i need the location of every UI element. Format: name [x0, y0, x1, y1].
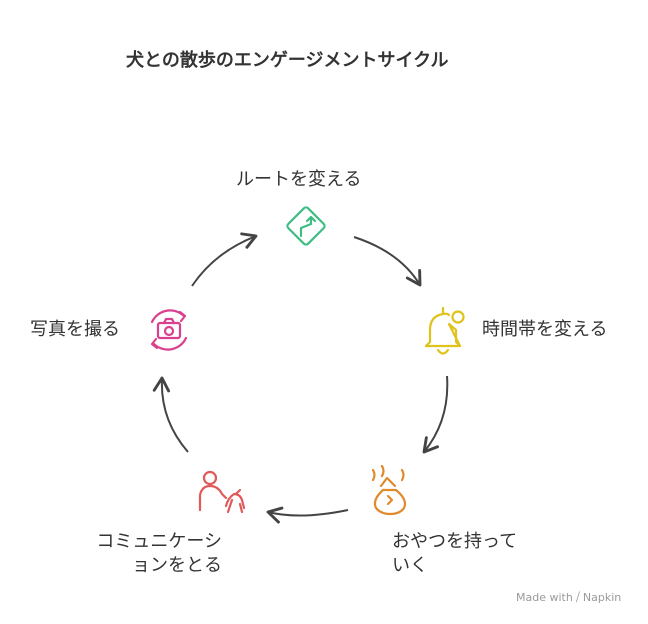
diagram-title: 犬との散歩のエンゲージメントサイクル: [126, 50, 449, 71]
route-sign-icon: [286, 206, 326, 246]
arrow-comm-to-photo: [152, 376, 189, 453]
arrow-route-to-time: [353, 236, 422, 287]
camera-icon: [150, 309, 188, 351]
step-label-snack-line1: おやつを持って: [392, 531, 518, 552]
made-with-text: Made with: [516, 591, 573, 604]
napkin-logo-icon: ⧸: [575, 590, 580, 604]
step-label-time: 時間帯を変える: [482, 319, 608, 340]
napkin-brand: Napkin: [582, 591, 622, 604]
treat-bag-icon: [371, 464, 407, 516]
step-label-snack-line2: いく: [392, 555, 428, 576]
arrow-time-to-snack: [422, 375, 449, 454]
step-label-snack: おやつを持って いく: [392, 530, 517, 578]
step-label-photo: 写真を撮る: [30, 319, 120, 340]
step-label-route: ルートを変える: [236, 169, 362, 190]
arrow-photo-to-route: [191, 232, 258, 287]
bell-icon: [424, 306, 465, 355]
step-label-comm-line2: ョンをとる: [132, 555, 222, 576]
arrow-snack-to-comm: [266, 506, 349, 524]
made-with-napkin[interactable]: Made with⧸Napkin: [516, 590, 621, 605]
step-label-comm: コミュニケーシ ョンをとる: [82, 530, 222, 578]
person-dog-icon: [198, 470, 246, 514]
step-label-comm-line1: コミュニケーシ: [96, 531, 222, 552]
